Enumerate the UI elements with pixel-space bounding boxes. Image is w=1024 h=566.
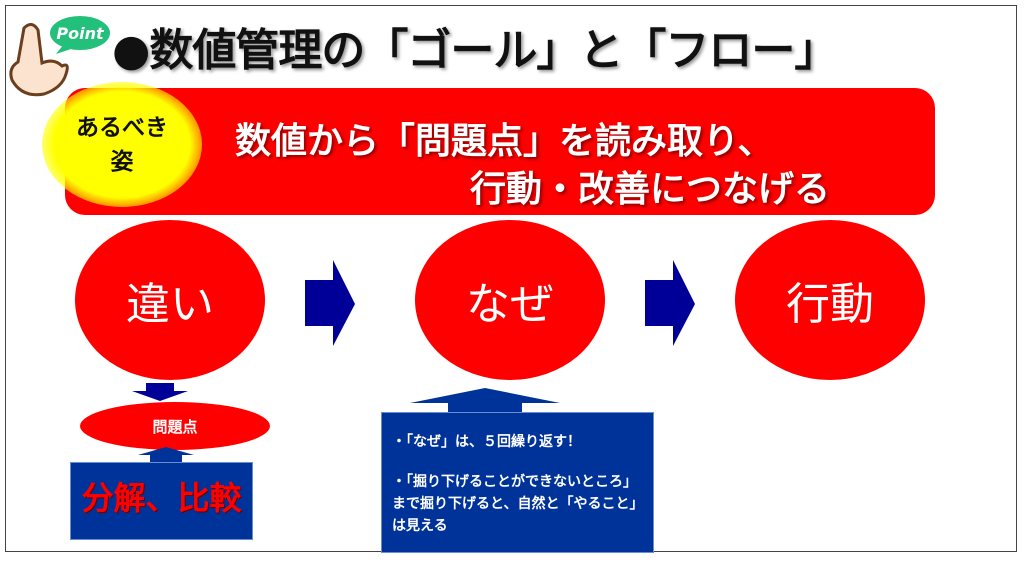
right-arrow-icon — [645, 260, 695, 346]
flow-step-difference: 違い — [75, 220, 265, 380]
down-arrow-icon — [132, 383, 188, 401]
banner-line-1: 数値から「問題点」を読み取り、 — [235, 121, 774, 162]
goal-banner — [65, 88, 935, 215]
up-arrow-icon — [410, 388, 560, 414]
flow-step-why: なぜ — [415, 220, 605, 380]
right-arrow-icon — [305, 260, 355, 346]
ideal-state-badge: あるべき姿 — [42, 82, 202, 207]
banner-line-2: 行動・改善につなげる — [470, 169, 831, 210]
problem-ellipse: 問題点 — [80, 402, 270, 450]
point-label: Point — [56, 24, 105, 43]
flow-step-action: 行動 — [735, 220, 925, 380]
why-point-1: ・「なぜ」は、５回繰り返す！ — [392, 434, 581, 450]
page-title: ●数値管理の「ゴール」と「フロー」 — [112, 25, 838, 76]
why-explanation-box: ・「なぜ」は、５回繰り返す！ ・「掘り下げることができないところ」まで掘り下げる… — [381, 412, 654, 553]
why-point-2: ・「掘り下げることができないところ」まで掘り下げると、自然と「やること」は見える — [392, 474, 637, 534]
pointing-hand-icon: Point — [9, 16, 110, 97]
point-bubble — [50, 16, 110, 50]
decompose-compare-box: 分解、比較 — [70, 462, 253, 540]
up-arrow-icon — [138, 447, 194, 463]
